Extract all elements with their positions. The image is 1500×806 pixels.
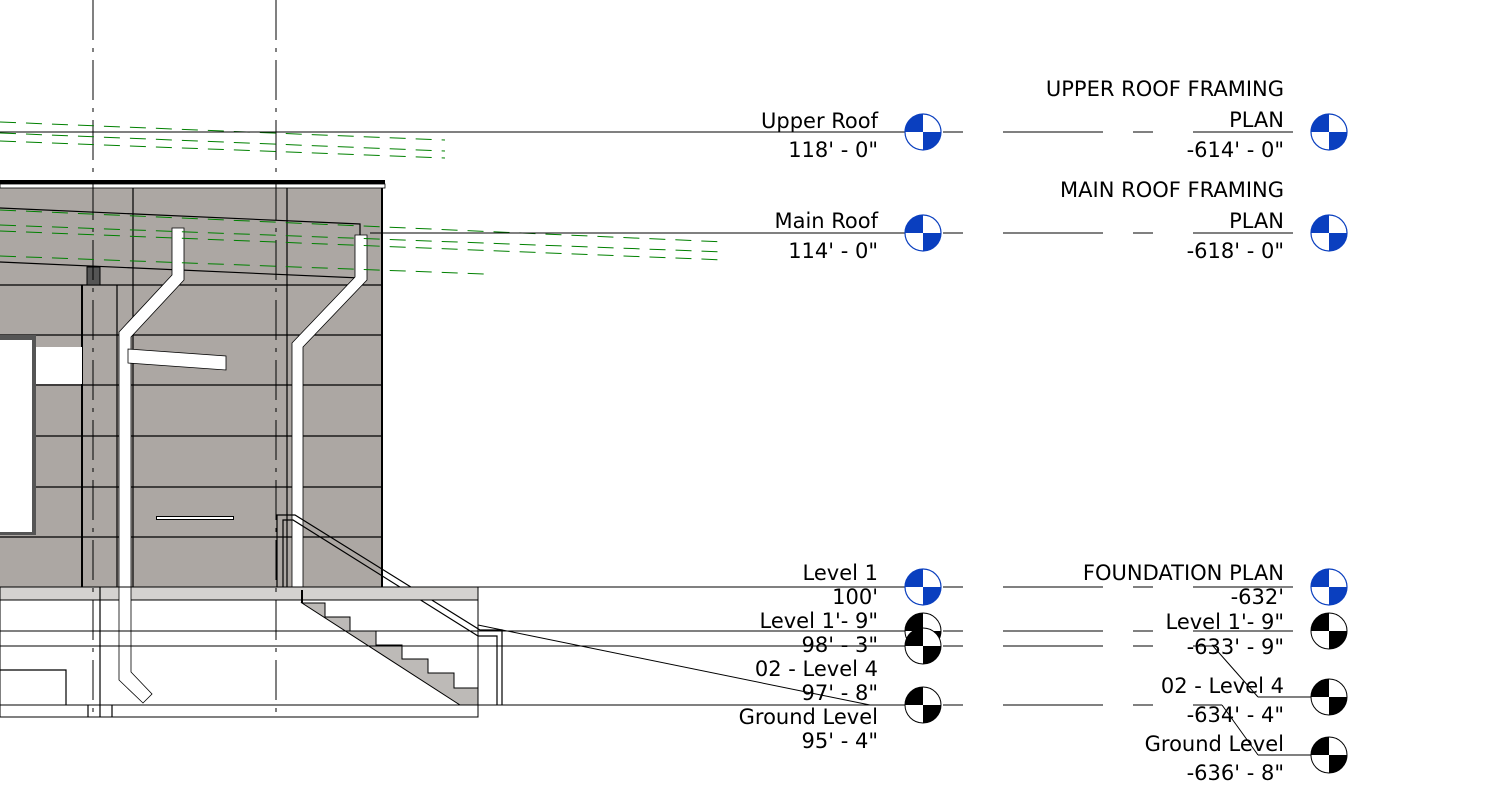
- level-foundation-plan[interactable]: FOUNDATION PLAN -632': [1083, 561, 1348, 609]
- level-head-icon[interactable]: [904, 113, 942, 151]
- level-name[interactable]: PLAN: [1229, 209, 1284, 233]
- level-head-icon[interactable]: [904, 214, 942, 252]
- level-ground-right[interactable]: Ground Level -636' - 8": [1145, 732, 1348, 785]
- level-name[interactable]: 02 - Level 4: [1161, 674, 1284, 698]
- level-elevation[interactable]: -636' - 8": [1187, 761, 1284, 785]
- level-name[interactable]: UPPER ROOF FRAMING: [1046, 77, 1284, 101]
- level-elevation[interactable]: 114' - 0": [788, 239, 878, 263]
- level-head-icon[interactable]: [1310, 214, 1348, 252]
- level-ground[interactable]: Ground Level 95' - 4": [739, 686, 942, 753]
- level-name[interactable]: 02 - Level 4: [755, 657, 878, 681]
- level-02-level-4[interactable]: 02 - Level 4 97' - 8": [755, 627, 942, 705]
- level-elevation[interactable]: 95' - 4": [802, 729, 878, 753]
- level-main-roof[interactable]: Main Roof 114' - 0": [774, 209, 942, 263]
- level-1-9[interactable]: Level 1'- 9" 98' - 3": [759, 609, 942, 657]
- level-upper-roof[interactable]: Upper Roof 118' - 0": [761, 109, 942, 162]
- level-elevation[interactable]: -618' - 0": [1187, 239, 1284, 263]
- stair: [300, 602, 479, 706]
- level-head-icon[interactable]: [904, 627, 942, 665]
- level-upper-roof-framing-plan[interactable]: UPPER ROOF FRAMING PLAN -614' - 0": [1046, 77, 1348, 162]
- level-elevation[interactable]: 98' - 3": [802, 633, 878, 657]
- level-1[interactable]: Level 1 100': [803, 561, 942, 609]
- level-main-roof-framing-plan[interactable]: MAIN ROOF FRAMING PLAN -618' - 0": [1060, 178, 1348, 263]
- level-head-icon[interactable]: [1310, 113, 1348, 151]
- building-elevation: [0, 180, 503, 718]
- level-elevation[interactable]: -632': [1231, 585, 1284, 609]
- level-name[interactable]: Ground Level: [739, 705, 878, 729]
- level-1-9-right[interactable]: Level 1'- 9" -633' - 9": [1165, 610, 1348, 659]
- level-name[interactable]: Level 1'- 9": [759, 609, 878, 633]
- reference-planes[interactable]: [0, 121, 726, 275]
- level-elevation[interactable]: 100': [832, 585, 878, 609]
- wall-panel: [0, 188, 382, 587]
- level-02-level-4-right[interactable]: 02 - Level 4 -634' - 4": [1161, 674, 1348, 727]
- level-elevation[interactable]: 118' - 0": [788, 138, 878, 162]
- level-head-icon[interactable]: [904, 686, 942, 724]
- level-name[interactable]: Ground Level: [1145, 732, 1284, 756]
- level-name[interactable]: Level 1'- 9": [1165, 610, 1284, 634]
- level-elevation[interactable]: -634' - 4": [1187, 703, 1284, 727]
- level-name[interactable]: Upper Roof: [761, 109, 879, 133]
- level-elevation[interactable]: -614' - 0": [1187, 138, 1284, 162]
- level-elevation[interactable]: -633' - 9": [1187, 635, 1284, 659]
- level-name[interactable]: Level 1: [803, 561, 878, 585]
- level-name[interactable]: Main Roof: [774, 209, 878, 233]
- level-lines[interactable]: [0, 131, 1311, 756]
- level-head-icon[interactable]: [1310, 678, 1348, 716]
- level-head-icon[interactable]: [1310, 736, 1348, 774]
- roof-coping: [0, 180, 385, 184]
- level-name[interactable]: PLAN: [1229, 108, 1284, 132]
- level-head-icon[interactable]: [1310, 612, 1348, 650]
- level-name[interactable]: FOUNDATION PLAN: [1083, 561, 1284, 585]
- level-head-icon[interactable]: [1310, 568, 1348, 606]
- level-elevation[interactable]: 97' - 8": [802, 681, 878, 705]
- level-head-icon[interactable]: [904, 568, 942, 606]
- level-name[interactable]: MAIN ROOF FRAMING: [1060, 178, 1284, 202]
